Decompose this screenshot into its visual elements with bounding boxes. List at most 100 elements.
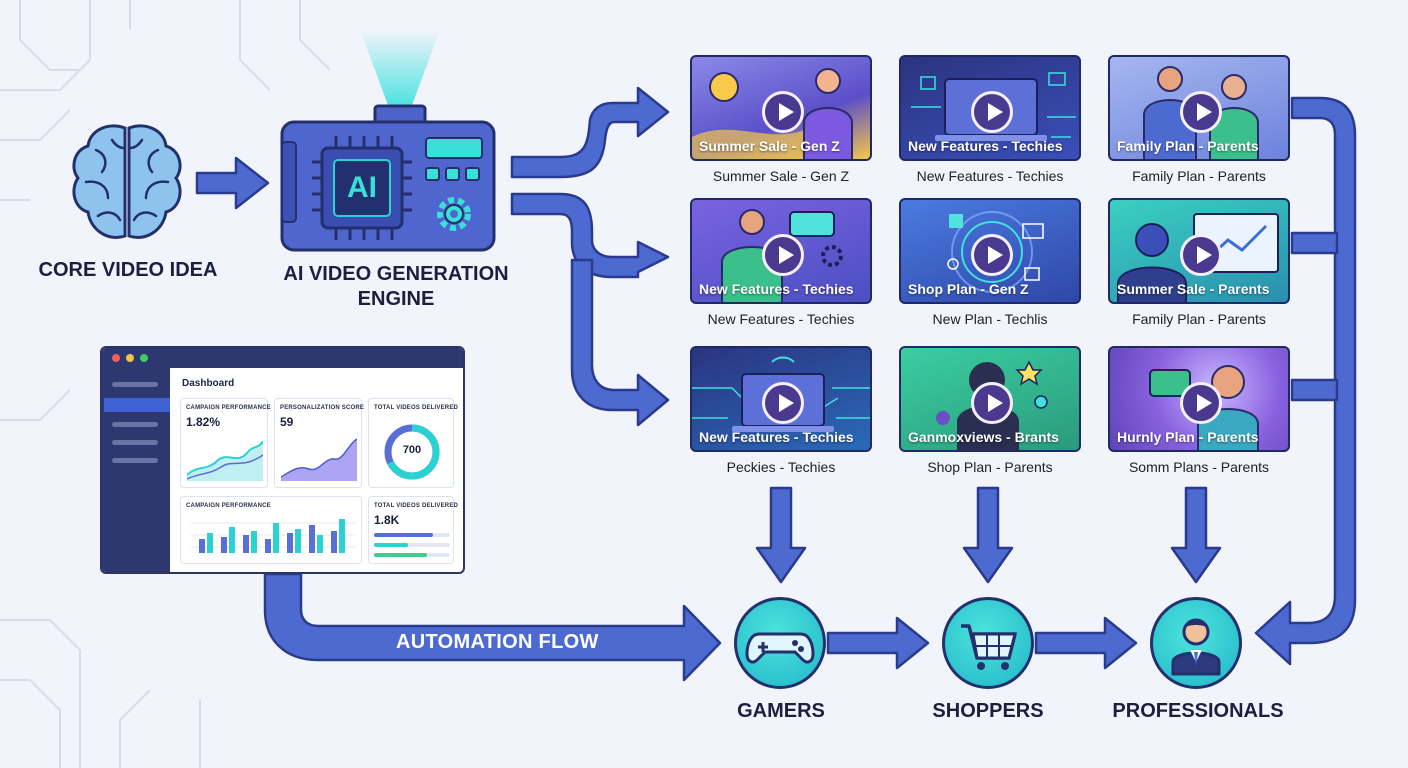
thumbnail-caption: New Features - Techies xyxy=(916,168,1064,184)
window-minimize-dot[interactable] xyxy=(126,354,134,362)
thumbnail-caption: Family Plan - Parents xyxy=(1132,311,1266,327)
thumbnail-title: New Features - Techies xyxy=(908,138,1063,154)
thumbnail-title: Hurnly Plan - Parents xyxy=(1117,429,1259,445)
thumbnail-title: Ganmoxviews - Brants xyxy=(908,429,1059,445)
sidebar-item[interactable] xyxy=(112,422,158,427)
video-thumbnail[interactable]: Summer Sale - Parents xyxy=(1108,198,1290,304)
professionals-node[interactable] xyxy=(1150,597,1242,689)
card-label: CAMPAIGN PERFORMANCE xyxy=(186,503,271,509)
shoppers-label: SHOPPERS xyxy=(932,700,1044,722)
dashboard-title: Dashboard xyxy=(182,378,235,389)
card-value: 59 xyxy=(280,415,294,429)
core-idea-label: CORE VIDEO IDEA xyxy=(38,259,218,281)
video-thumbnail[interactable]: New Features - Techies xyxy=(899,55,1081,161)
arrow-down-gamers xyxy=(755,486,807,584)
person-icon xyxy=(1171,618,1221,676)
thumbnail-caption: Summer Sale - Gen Z xyxy=(712,168,850,184)
play-icon[interactable] xyxy=(1180,382,1222,424)
video-thumbnail[interactable]: Shop Plan - Gen Z xyxy=(899,198,1081,304)
card-label: TOTAL VIDEOS DELIVERED xyxy=(374,405,459,411)
play-icon[interactable] xyxy=(971,91,1013,133)
metric-card[interactable]: PERSONALIZATION SCORE 59 xyxy=(274,398,365,488)
thumbnail-title: New Features - Techies xyxy=(699,429,854,445)
arrow-down-professionals xyxy=(1170,486,1222,584)
engine-label-line2: ENGINE xyxy=(357,288,435,310)
video-thumbnail[interactable]: Hurnly Plan - Parents xyxy=(1108,346,1290,452)
play-icon[interactable] xyxy=(1180,234,1222,276)
circuit-traces xyxy=(0,0,331,768)
card-label: PERSONALIZATION SCORE xyxy=(280,405,365,411)
engine-label-line1: AI VIDEO GENERATION xyxy=(283,263,509,285)
arrow-collector-low xyxy=(1290,378,1339,402)
play-icon[interactable] xyxy=(762,382,804,424)
video-thumbnail[interactable]: Summer Sale - Gen Z xyxy=(690,55,872,161)
engine-label: AI VIDEO GENERATION ENGINE xyxy=(270,262,522,312)
arrow-down-shoppers xyxy=(962,486,1014,584)
metric-card[interactable]: TOTAL VIDEOS DELIVERED 700 xyxy=(368,398,458,488)
area-chart xyxy=(281,438,357,481)
play-icon[interactable] xyxy=(1180,91,1222,133)
thumbnail-caption: New Features - Techies xyxy=(707,311,855,327)
thumbnail-title: Shop Plan - Gen Z xyxy=(908,281,1029,297)
professionals-label: PROFESSIONALS xyxy=(1112,700,1284,722)
arrow-engine-to-row2 xyxy=(510,192,670,279)
arrow-automation-flow xyxy=(263,572,722,682)
play-icon[interactable] xyxy=(971,382,1013,424)
thumbnail-title: Family Plan - Parents xyxy=(1117,138,1259,154)
arrow-gamers-to-shoppers xyxy=(826,616,930,670)
sidebar-item-active[interactable] xyxy=(104,398,170,412)
donut-chart xyxy=(384,424,440,480)
progress-track xyxy=(374,533,450,537)
thumbnail-title: Summer Sale - Parents xyxy=(1117,281,1270,297)
sidebar-item[interactable] xyxy=(112,440,158,445)
gear-icon xyxy=(437,197,471,231)
donut-value: 700 xyxy=(402,444,422,456)
arrow-collector-mid xyxy=(1290,231,1339,255)
card-value: 1.8K xyxy=(374,513,400,527)
video-thumbnail[interactable]: Ganmoxviews - Brants xyxy=(899,346,1081,452)
card-value: 1.82% xyxy=(186,415,221,429)
video-thumbnail[interactable]: New Features - Techies xyxy=(690,346,872,452)
window-maximize-dot[interactable] xyxy=(140,354,148,362)
video-thumbnail[interactable]: Family Plan - Parents xyxy=(1108,55,1290,161)
progress-track xyxy=(374,553,450,557)
play-icon[interactable] xyxy=(762,91,804,133)
progress-track xyxy=(374,543,450,547)
thumbnail-caption: Shop Plan - Parents xyxy=(927,459,1053,475)
dashboard-sidebar xyxy=(102,368,170,572)
thumbnail-caption: Somm Plans - Parents xyxy=(1128,459,1270,475)
gamers-node[interactable] xyxy=(734,597,826,689)
window-close-dot[interactable] xyxy=(112,354,120,362)
metric-card[interactable]: CAMPAIGN PERFORMANCE xyxy=(180,496,362,564)
line-chart xyxy=(187,440,263,481)
thumbnail-title: Summer Sale - Gen Z xyxy=(699,138,840,154)
gamepad-icon xyxy=(745,632,815,664)
dashboard-window: Dashboard CAMPAIGN PERFORMANCE 1.82% PER… xyxy=(100,346,465,574)
camera-icon xyxy=(280,30,496,252)
bar-chart xyxy=(191,519,355,553)
thumbnail-caption: Peckies - Techies xyxy=(726,459,836,475)
card-label: TOTAL VIDEOS DELIVERED xyxy=(374,503,459,509)
arrow-engine-to-row3 xyxy=(570,258,670,427)
sidebar-item[interactable] xyxy=(112,458,158,463)
play-icon[interactable] xyxy=(971,234,1013,276)
brain-icon xyxy=(72,124,182,239)
metric-card[interactable]: CAMPAIGN PERFORMANCE 1.82% xyxy=(180,398,271,488)
thumbnail-caption: Family Plan - Parents xyxy=(1132,168,1266,184)
arrow-engine-to-row1 xyxy=(510,86,670,179)
sidebar-item[interactable] xyxy=(112,382,158,387)
card-label: CAMPAIGN PERFORMANCE xyxy=(186,405,271,411)
metric-card[interactable]: TOTAL VIDEOS DELIVERED 1.8K xyxy=(368,496,458,564)
thumbnail-title: New Features - Techies xyxy=(699,281,854,297)
shoppers-node[interactable] xyxy=(942,597,1034,689)
arrow-shoppers-to-professionals xyxy=(1034,616,1138,670)
automation-flow-label: AUTOMATION FLOW xyxy=(396,631,599,653)
video-thumbnail[interactable]: New Features - Techies xyxy=(690,198,872,304)
dashboard-titlebar xyxy=(102,348,463,368)
thumbnail-caption: New Plan - Techlis xyxy=(932,311,1048,327)
play-icon[interactable] xyxy=(762,234,804,276)
ai-chip-text: AI xyxy=(347,171,377,204)
arrow-idea-to-engine xyxy=(195,156,270,210)
cart-icon xyxy=(961,624,1017,670)
